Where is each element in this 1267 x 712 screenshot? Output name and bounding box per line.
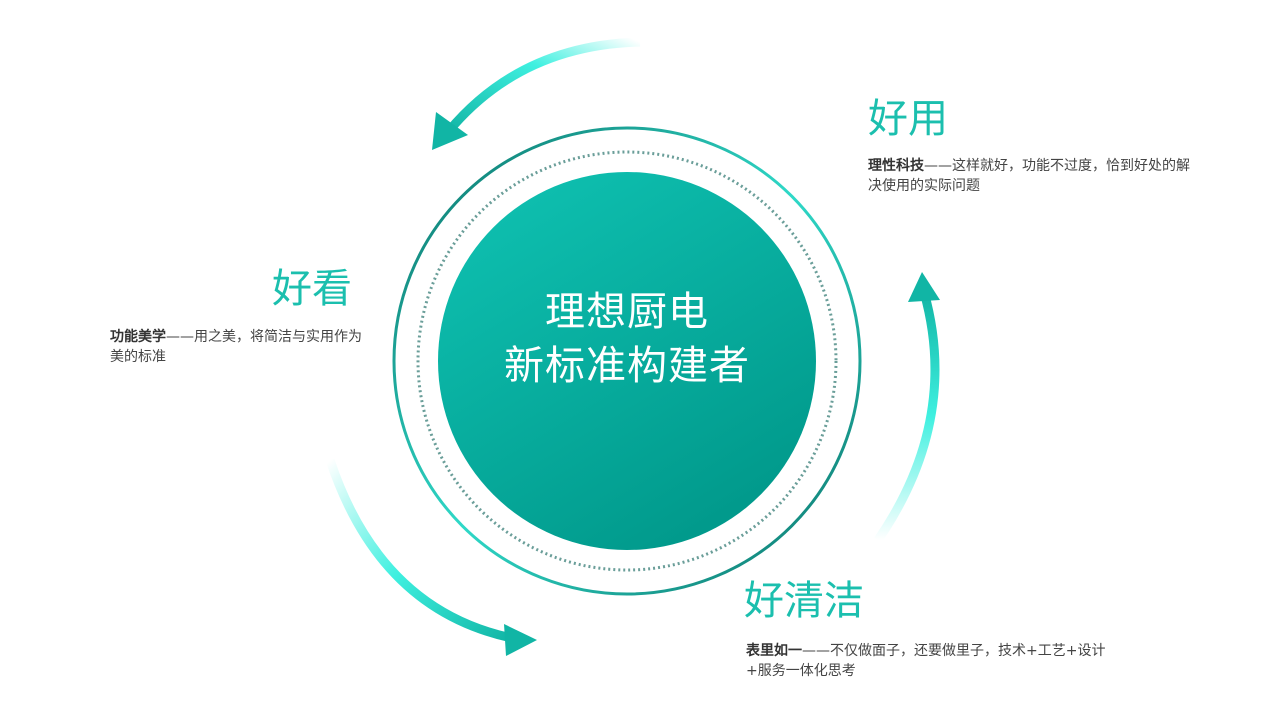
arrow-top-left [432, 37, 641, 150]
item-desc-haokan: 功能美学——用之美，将简洁与实用作为美的标准 [110, 327, 370, 367]
item-bold: 功能美学 [110, 329, 166, 345]
item-text: ——这样就好，功能不过度，恰到好处的解决使用的实际问题 [868, 158, 1190, 194]
item-title-haokan: 好看 [272, 266, 352, 312]
item-desc-haoqingjie: 表里如一——不仅做面子，还要做里子，技术+工艺+设计+服务一体化思考 [746, 641, 1106, 681]
item-desc-haoyong: 理性科技——这样就好，功能不过度，恰到好处的解决使用的实际问题 [868, 156, 1198, 196]
center-title: 理想厨电 新标准构建者 [437, 285, 817, 393]
item-text: ——不仅做面子，还要做里子，技术+工艺+设计+服务一体化思考 [746, 643, 1106, 679]
item-title-haoqingjie: 好清洁 [744, 578, 864, 624]
outer-ring [392, 126, 862, 596]
arrow-right [874, 272, 940, 543]
item-bold: 理性科技 [868, 158, 924, 174]
item-bold: 表里如一 [746, 643, 802, 659]
dotted-ring [416, 150, 838, 572]
center-line-1: 理想厨电 [545, 289, 709, 335]
item-text: ——用之美，将简洁与实用作为美的标准 [110, 329, 362, 365]
item-title-haoyong: 好用 [868, 96, 948, 142]
center-line-2: 新标准构建者 [504, 343, 750, 389]
arrow-bottom-left [325, 458, 537, 656]
center-circle [438, 172, 816, 550]
